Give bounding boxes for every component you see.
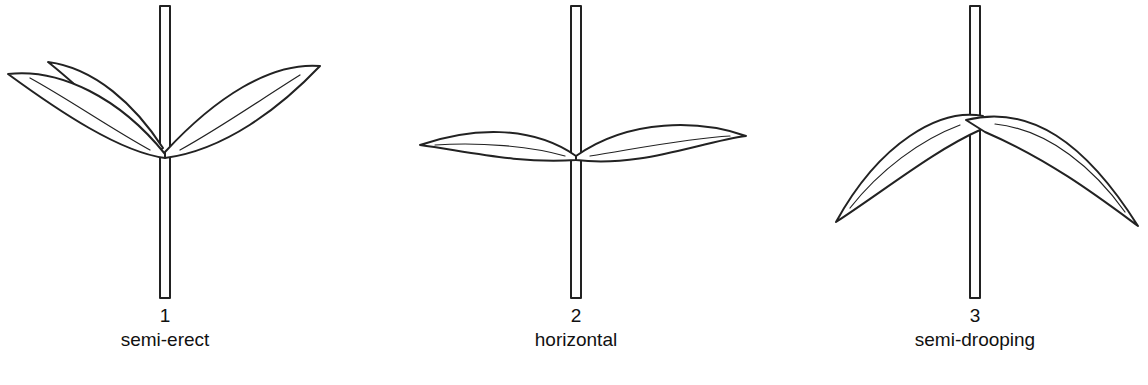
leaf bbox=[576, 125, 746, 161]
plant-stem bbox=[970, 6, 980, 298]
leaf-midrib bbox=[850, 125, 960, 208]
plant-stem bbox=[571, 6, 581, 298]
leaf bbox=[966, 116, 1138, 226]
leaf-midrib bbox=[30, 78, 150, 150]
leaf-midrib bbox=[180, 75, 300, 150]
leaf-midrib bbox=[590, 136, 730, 156]
leaf bbox=[836, 115, 983, 222]
figure-number: 3 bbox=[970, 306, 981, 327]
figure-caption: semi-drooping bbox=[915, 330, 1035, 351]
leaf-midrib bbox=[435, 144, 565, 156]
figure-number: 2 bbox=[571, 306, 582, 327]
leaf bbox=[420, 132, 576, 161]
leaf-midrib bbox=[995, 124, 1125, 212]
figure-caption: horizontal bbox=[535, 330, 617, 351]
figure-caption: semi-erect bbox=[121, 330, 210, 351]
leaf bbox=[165, 66, 320, 158]
leaf bbox=[8, 73, 165, 158]
figure-number: 1 bbox=[160, 306, 171, 327]
